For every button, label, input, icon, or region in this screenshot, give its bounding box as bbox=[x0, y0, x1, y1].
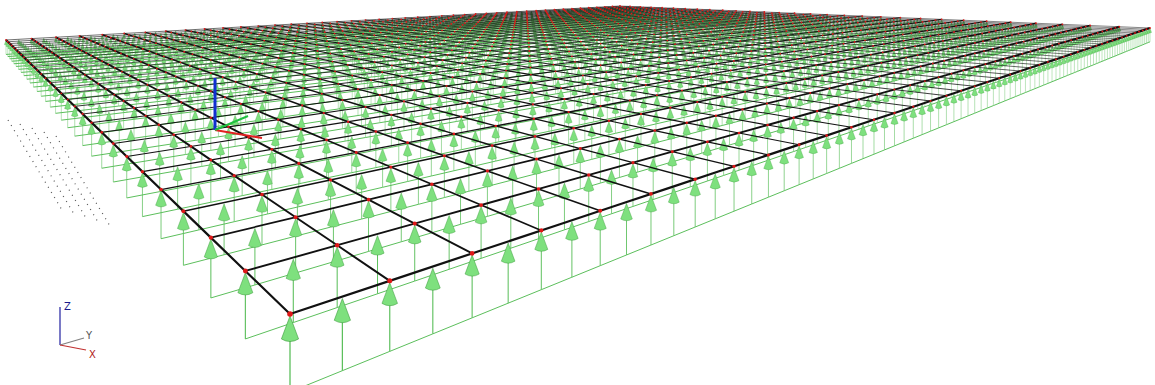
arrow-head bbox=[184, 30, 187, 34]
arrow-head bbox=[45, 40, 48, 45]
arrow-head bbox=[68, 81, 73, 89]
arrow-head bbox=[137, 71, 142, 78]
arrow-head bbox=[190, 32, 193, 36]
arrow-head bbox=[17, 40, 20, 45]
arrow-head bbox=[66, 37, 69, 42]
arrow-head bbox=[164, 31, 167, 35]
arrow-head bbox=[146, 74, 151, 81]
arrow-head bbox=[198, 70, 203, 77]
arrow-head bbox=[202, 80, 207, 88]
arrow-head bbox=[163, 73, 168, 80]
arrow-head bbox=[42, 38, 45, 43]
arrow-head bbox=[188, 66, 193, 73]
arrow-head bbox=[398, 60, 402, 66]
arrow-head bbox=[219, 63, 223, 70]
arrow-head bbox=[422, 58, 426, 64]
arrow-head bbox=[81, 92, 87, 101]
arrow-head bbox=[124, 87, 130, 95]
arrow-head bbox=[144, 33, 147, 37]
arrow-head bbox=[89, 36, 92, 40]
arrow-head bbox=[93, 37, 96, 42]
arrow-head bbox=[209, 31, 212, 35]
arrow-head bbox=[181, 71, 186, 78]
arrow-head bbox=[390, 52, 394, 58]
load-arrows bbox=[4, 6, 1151, 385]
arrow-head bbox=[164, 83, 169, 91]
arrow-head bbox=[149, 34, 152, 38]
arrow-head bbox=[230, 67, 235, 74]
arrow-head bbox=[203, 29, 206, 33]
arrow-head bbox=[222, 28, 225, 32]
arrow-head bbox=[228, 29, 231, 33]
arrow-head bbox=[108, 78, 113, 86]
arrow-head bbox=[70, 39, 73, 44]
arrow-head bbox=[184, 82, 189, 90]
arrow-head bbox=[63, 77, 68, 85]
